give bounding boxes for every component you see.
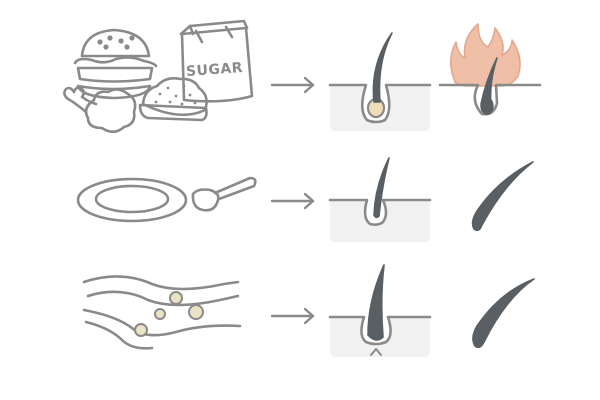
spoon-icon	[191, 176, 257, 212]
chicken-leg-icon	[63, 86, 137, 134]
blood-vessel-with-fat-icon	[82, 275, 242, 350]
plate-icon	[76, 177, 188, 223]
row-blood-vessel	[82, 264, 535, 357]
follicle-caret-icon	[328, 264, 432, 357]
arrow-right-icon	[270, 307, 315, 325]
sugar-label: SUGAR	[186, 60, 244, 80]
nuts-icon	[138, 77, 208, 122]
burger-icon	[73, 28, 158, 100]
sugar-bag-icon: SUGAR	[179, 19, 254, 103]
row-junk-food: SUGAR	[63, 19, 542, 134]
arrow-right-icon	[270, 76, 315, 94]
fat-globules	[134, 291, 204, 337]
hair-follicle-with-oil-icon	[328, 32, 432, 131]
flaming-hair-icon	[438, 23, 542, 116]
thin-hair-follicle-icon	[328, 157, 432, 242]
thick-hair-strand-icon	[472, 278, 535, 349]
row-empty-plate	[76, 157, 534, 242]
nut-speckles	[154, 84, 197, 106]
thin-hair-strand-icon	[471, 161, 534, 232]
arrow-right-icon	[270, 192, 315, 210]
